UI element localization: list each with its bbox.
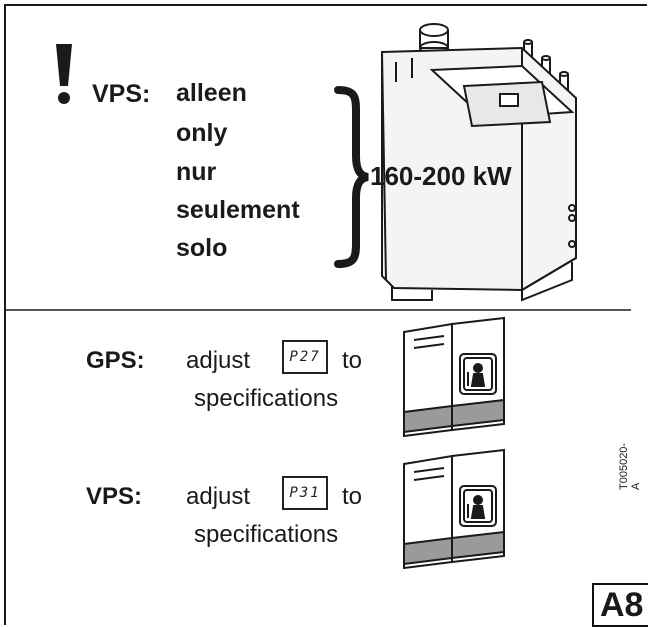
language-only: only [176,119,228,147]
language-solo: solo [176,234,228,262]
warning-label: VPS: [92,80,151,108]
language-alleen: alleen [176,79,247,107]
vps-specifications-text: specifications [194,521,339,548]
gps-specifications-text: specifications [194,385,339,412]
figure-frame [4,4,647,625]
manual-book-icon [403,316,505,438]
manual-book-icon [403,448,505,570]
figure-code: T005020-A [618,442,642,490]
exclamation-icon [56,44,72,104]
figure-badge: A8 [592,583,648,627]
vps-display-code: P31 [282,476,328,510]
vps-label: VPS: [86,483,143,510]
vps-adjust-text: adjust [186,483,251,510]
curly-brace [334,86,369,268]
vps-to-text: to [342,483,363,510]
power-range-label: 160-200 kW [370,161,512,191]
language-nur: nur [176,158,217,186]
language-seulement: seulement [176,196,300,224]
gps-display-code: P27 [282,340,328,374]
gps-adjust-text: adjust [186,347,251,374]
section-divider [6,309,631,311]
gps-to-text: to [342,347,363,374]
gps-label: GPS: [86,347,145,374]
boiler-illustration [381,23,577,302]
